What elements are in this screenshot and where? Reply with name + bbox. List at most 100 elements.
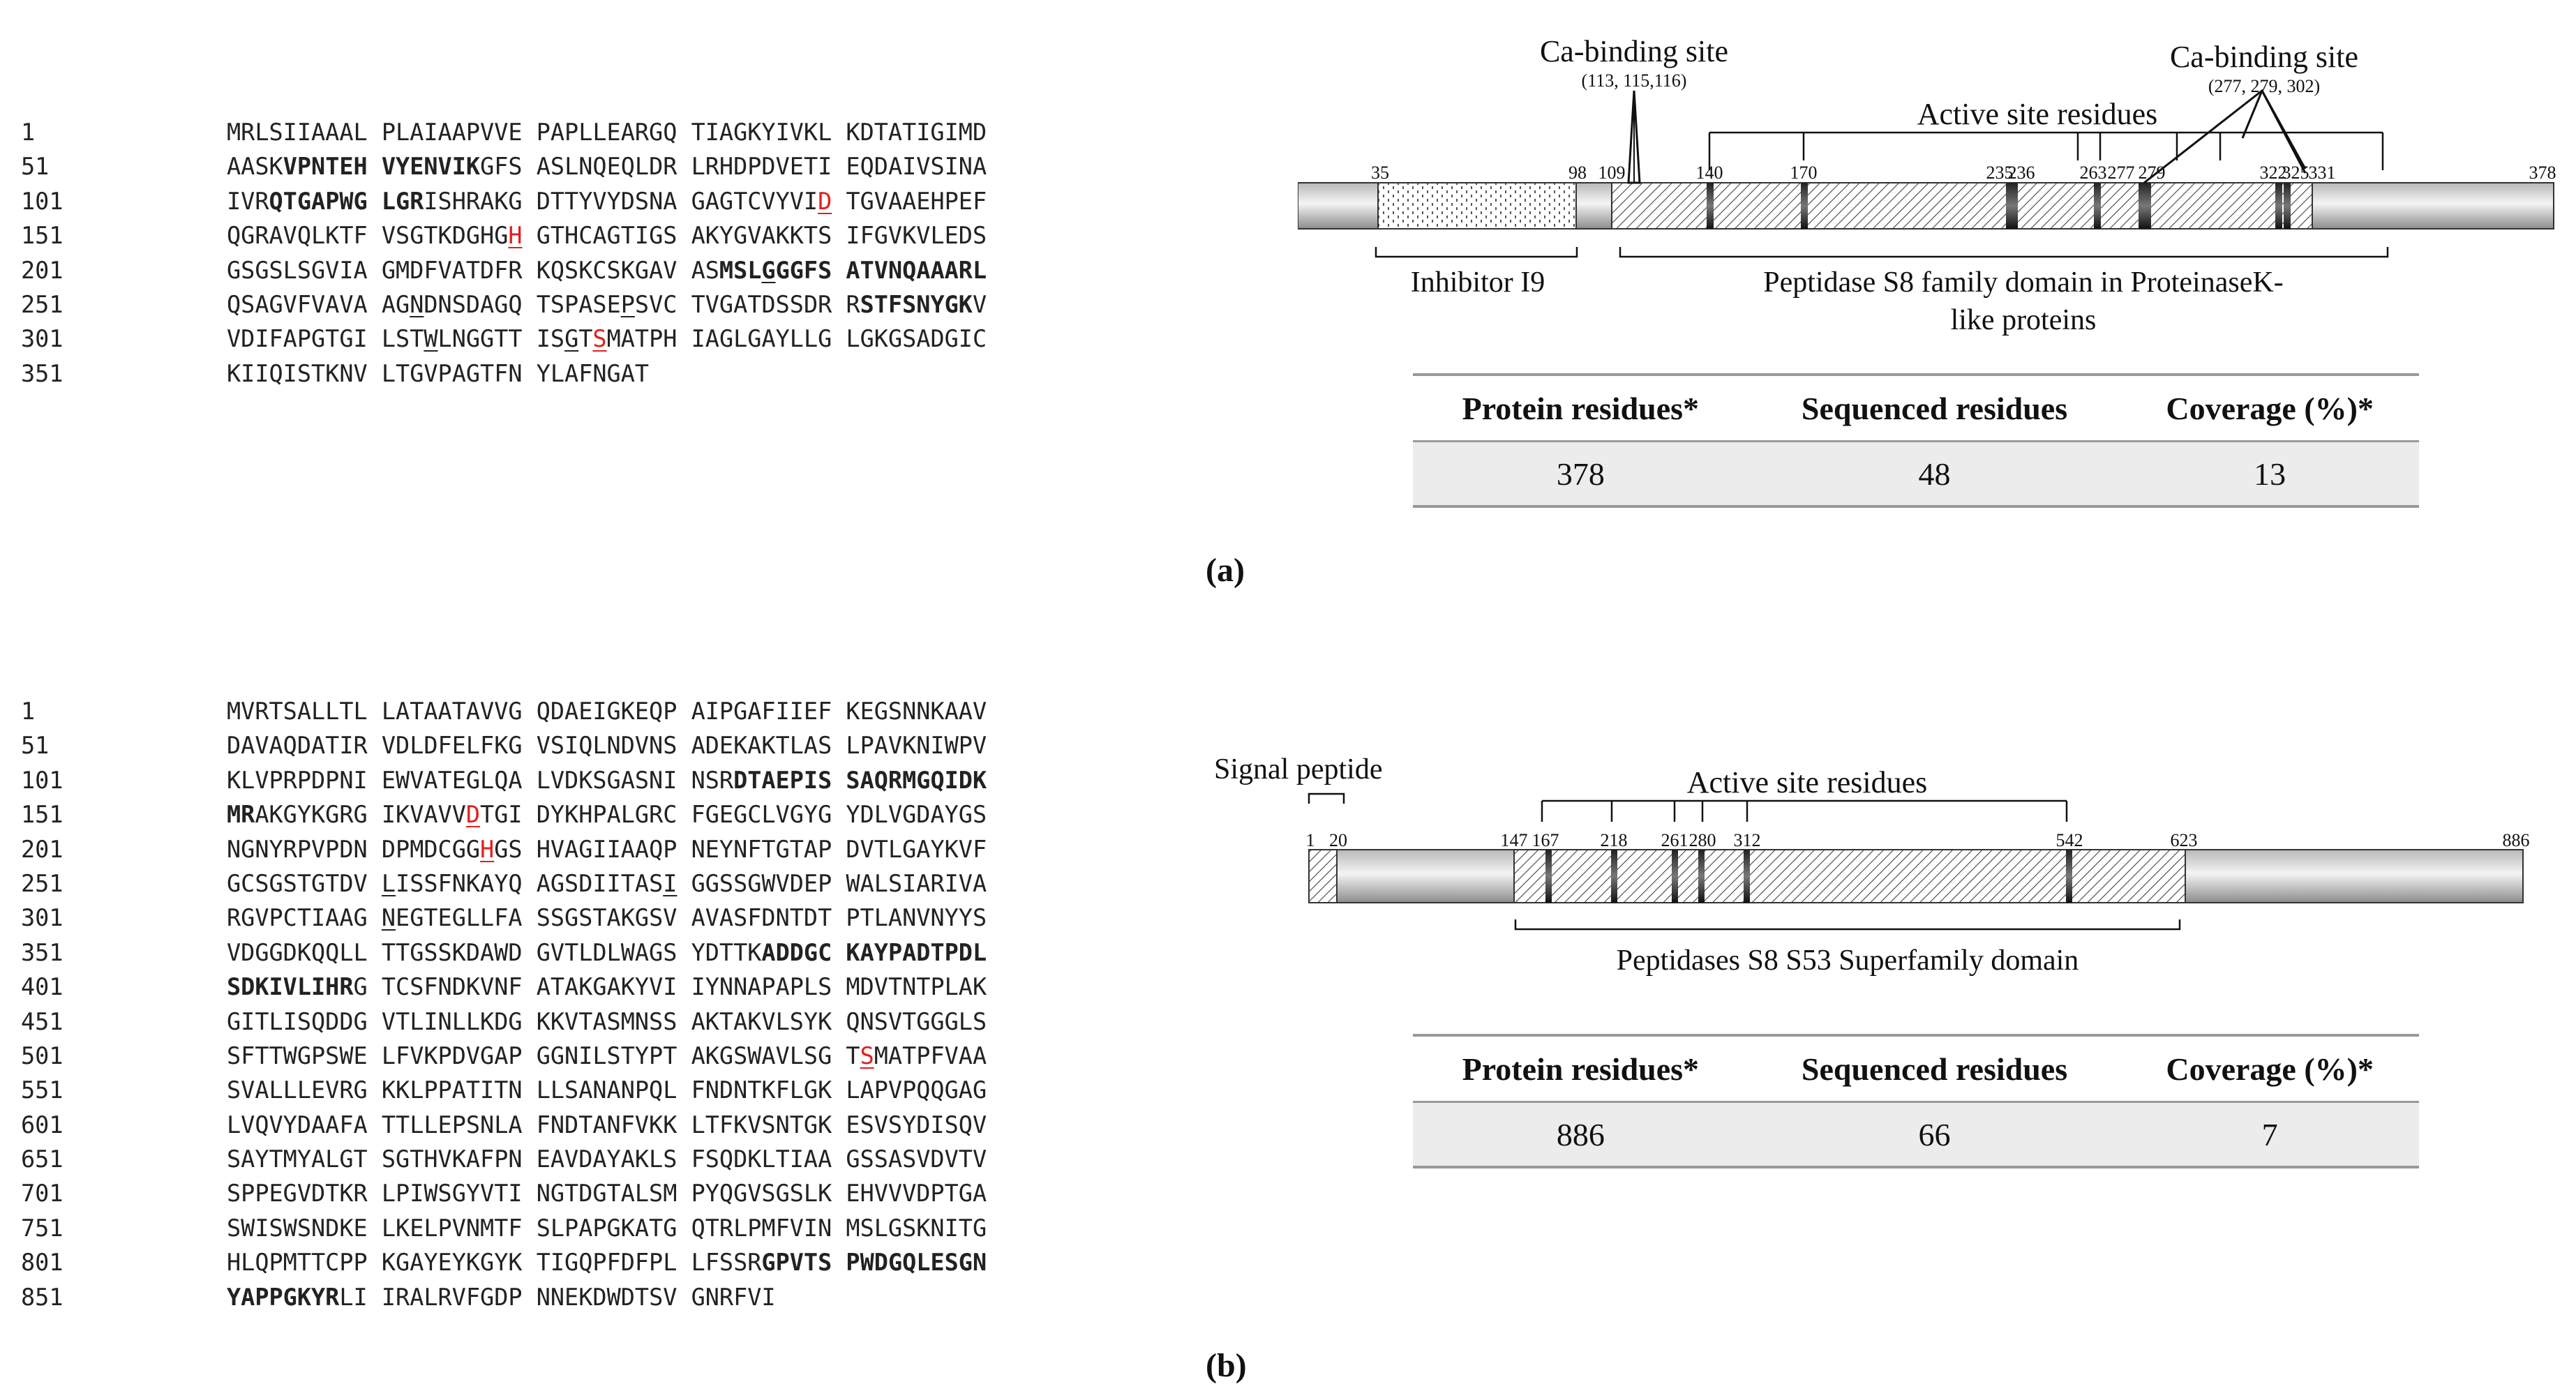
value-coverage: 13 (2120, 440, 2419, 508)
header-protein-residues: Protein residues* (1413, 373, 1748, 442)
sequence-residues: MRLSIIAAAL PLAIAAPVVE PAPLLEARGQ TIAGKYI… (227, 115, 987, 149)
signal-peptide-label: Signal peptide (1214, 753, 1382, 786)
residue-segment: ISSFNKAYQ AGSDIITAS (396, 869, 664, 897)
residue-segment: EGTEGLLFA SSGSTAKGSV AVASFDNTDT PTLANVNY… (396, 904, 987, 932)
active-site-bands-b (1545, 850, 2072, 903)
sequence-residues: KLVPRPDPNI EWVATEGLQA LVDKSGASNI NSRDTAE… (227, 763, 987, 797)
residue-segment: I (663, 869, 677, 897)
sequence-line-number: 451 (21, 1007, 63, 1035)
sequence-line-number: 401 (21, 973, 63, 1001)
sequence-residues: GCSGSTGTDV LISSFNKAYQ AGSDIITASI GGSSGWV… (227, 866, 987, 901)
sequence-line: 201 GSGSLSGVIA GMDFVATDFR KQSKCSKGAV ASMS… (21, 253, 987, 287)
sequence-line-number: 301 (21, 904, 63, 932)
residue-segment: MRLSIIAAAL PLAIAAPVVE PAPLLEARGQ TIAGKYI… (227, 119, 987, 146)
residue-segment: LVQVYDAAFA TTLLEPSNLA FNDTANFVKK LTFKVSN… (227, 1111, 987, 1138)
sequence-residues: GITLISQDDG VTLINLLKDG KKVTASMNSS AKTAKVL… (227, 1005, 987, 1039)
sequence-residues: IVRQTGAPWG LGRISHRAKG DTTYVYDSNA GAGTCVY… (227, 184, 987, 218)
residue-segment: SFTTWGPSWE LFVKPDVGAP GGNILSTYPT AKGSWAV… (227, 1042, 860, 1069)
sequence-line-number: 851 (21, 1283, 63, 1311)
header-sequenced-residues: Sequenced residues (1748, 373, 2121, 442)
sequence-line: 751 SWISWSNDKE LKELPVNMTF SLPAPGKATG QTRL… (21, 1211, 987, 1245)
residue-segment: GGSSGWVDEP WALSIARIVA (677, 869, 987, 897)
sequence-residues: SWISWSNDKE LKELPVNMTF SLPAPGKATG QTRLPMF… (227, 1211, 987, 1245)
tick-label: 886 (2503, 830, 2530, 850)
residue-segment: DAVAQDATIR VDLDFELFKG VSIQLNDVNS ADEKAKT… (227, 732, 987, 760)
sequence-residues: DAVAQDATIR VDLDFELFKG VSIQLNDVNS ADEKAKT… (227, 728, 987, 762)
sequence-line-number: 751 (21, 1214, 63, 1242)
residue-segment: GCSGSTGTDV (227, 869, 382, 897)
residue-segment: SVALLLEVRG KKLPPATITN LLSANANPQL FNDNTKF… (227, 1076, 987, 1104)
sequenced-peptide: DTAEPIS SAQRMGQIDK (733, 766, 987, 794)
header-protein-residues: Protein residues* (1413, 1034, 1748, 1102)
sequence-residues: RGVPCTIAAG NEGTEGLLFA SSGSTAKGSV AVASFDN… (227, 901, 987, 935)
sequence-line-number: 201 (21, 835, 63, 863)
tick-label: 140 (1696, 163, 1723, 183)
sequence-line: 101 IVRQTGAPWG LGRISHRAKG DTTYVYDSNA GAGT… (21, 184, 987, 218)
residue-segment: GFS ASLNQEQLDR LRHDPDVETI EQDAIVSINA (480, 153, 987, 181)
value-protein-residues: 886 (1413, 1101, 1748, 1168)
residue-segment: MATPFVAA (874, 1042, 987, 1069)
residue-segment: V (972, 290, 987, 318)
sequence-residues: SAYTMYALGT SGTHVKAFPN EAVDAYAKLS FSQDKLT… (227, 1142, 987, 1176)
sequence-residues: AASKVPNTEH VYENVIKGFS ASLNQEQLDR LRHDPDV… (227, 149, 987, 183)
residue-segment: QGRAVQLKTF VSGTKDGHG (227, 222, 509, 250)
sequenced-peptide: QTGAPWG LGR (269, 187, 424, 215)
residue-segment: QSAGVFVAVA AG (227, 290, 410, 318)
sequence-residues: KIIQISTKNV LTGVPAGTFN YLAFNGAT (227, 356, 649, 391)
residue-segment: T (578, 325, 593, 353)
residue-segment: HLQPMTTCPP KGAYEYKGYK TIGQPFDFPL LFSSR (227, 1249, 762, 1277)
table-header-row: Protein residues* Sequenced residues Cov… (1413, 373, 2419, 442)
sequenced-peptide: G (761, 256, 776, 284)
ca-site-2-label: Ca-binding site (2170, 40, 2358, 74)
value-sequenced-residues: 66 (1748, 1101, 2121, 1168)
sequence-line-number: 101 (21, 187, 63, 215)
sequence-line: 451 GITLISQDDG VTLINLLKDG KKVTASMNSS AKTA… (21, 1005, 987, 1039)
active-site-residue: D (465, 801, 481, 829)
inhibitor-bracket (1375, 247, 1578, 258)
tick-label: 170 (1790, 163, 1818, 183)
domain-bracket-b (1514, 919, 2181, 931)
tick-label: 325 (2282, 163, 2309, 183)
sequence-line-number: 251 (21, 869, 63, 897)
sequence-line: 251 GCSGSTGTDV LISSFNKAYQ AGSDIITASI GGSS… (21, 866, 987, 901)
sequence-residues: LVQVYDAAFA TTLLEPSNLA FNDTANFVKK LTFKVSN… (227, 1108, 987, 1142)
sequence-residues: VDGGDKQQLL TTGSSKDAWD GVTLDLWAGS YDTTKAD… (227, 935, 987, 970)
tick-label: 236 (2008, 163, 2035, 183)
signal-peptide-bracket (1308, 792, 1345, 804)
domain-label-a-line1: Peptidase S8 family domain in Proteinase… (1763, 266, 2283, 299)
residue-segment: ISHRAKG DTTYVYDSNA GAGTCVYVI (424, 187, 818, 215)
tick-label: 542 (2056, 830, 2083, 850)
domain-bracket-a (1619, 247, 2389, 258)
active-site-residue: H (508, 222, 523, 250)
header-sequenced-residues: Sequenced residues (1748, 1034, 2121, 1102)
sequence-residues: SVALLLEVRG KKLPPATITN LLSANANPQL FNDNTKF… (227, 1073, 987, 1107)
sequence-line-number: 801 (21, 1249, 63, 1277)
sequenced-peptide: ADDGC KAYPADTPDL (761, 938, 987, 966)
residue-segment: AKGYKGRG IKVAVV (255, 801, 466, 829)
active-site-bracket-b (1541, 799, 2068, 822)
panel-label-a: (a) (1206, 552, 1245, 589)
tick-label: 322 (2260, 163, 2287, 183)
sequence-residues: GSGSLSGVIA GMDFVATDFR KQSKCSKGAV ASMSLGG… (227, 253, 987, 287)
sequence-line: 801 HLQPMTTCPP KGAYEYKGYK TIGQPFDFPL LFSS… (21, 1245, 987, 1279)
tick-label: 235 (1986, 163, 2014, 183)
residue-segment: VDGGDKQQLL TTGSSKDAWD GVTLDLWAGS YDTTK (227, 938, 762, 966)
sequence-line-number: 201 (21, 256, 63, 284)
header-coverage: Coverage (%)* (2120, 1034, 2419, 1102)
sequenced-peptide: STFSNYGK (860, 290, 973, 318)
tick-label: 280 (1689, 830, 1716, 850)
sequence-line-number: 351 (21, 938, 63, 966)
sequence-residues: HLQPMTTCPP KGAYEYKGYK TIGQPFDFPL LFSSRGP… (227, 1245, 987, 1279)
residue-segment: L (381, 869, 396, 897)
sequence-residues: QSAGVFVAVA AGNDNSDAGQ TSPASEPSVC TVGATDS… (227, 287, 987, 322)
tick-label: 147 (1501, 830, 1528, 850)
sequence-residues: NGNYRPVPDN DPMDCGGHGS HVAGIIAAQP NEYNFTG… (227, 832, 987, 866)
residue-segment: TGI DYKHPALGRC FGEGCLVGYG YDLVGDAYGS (480, 801, 987, 829)
